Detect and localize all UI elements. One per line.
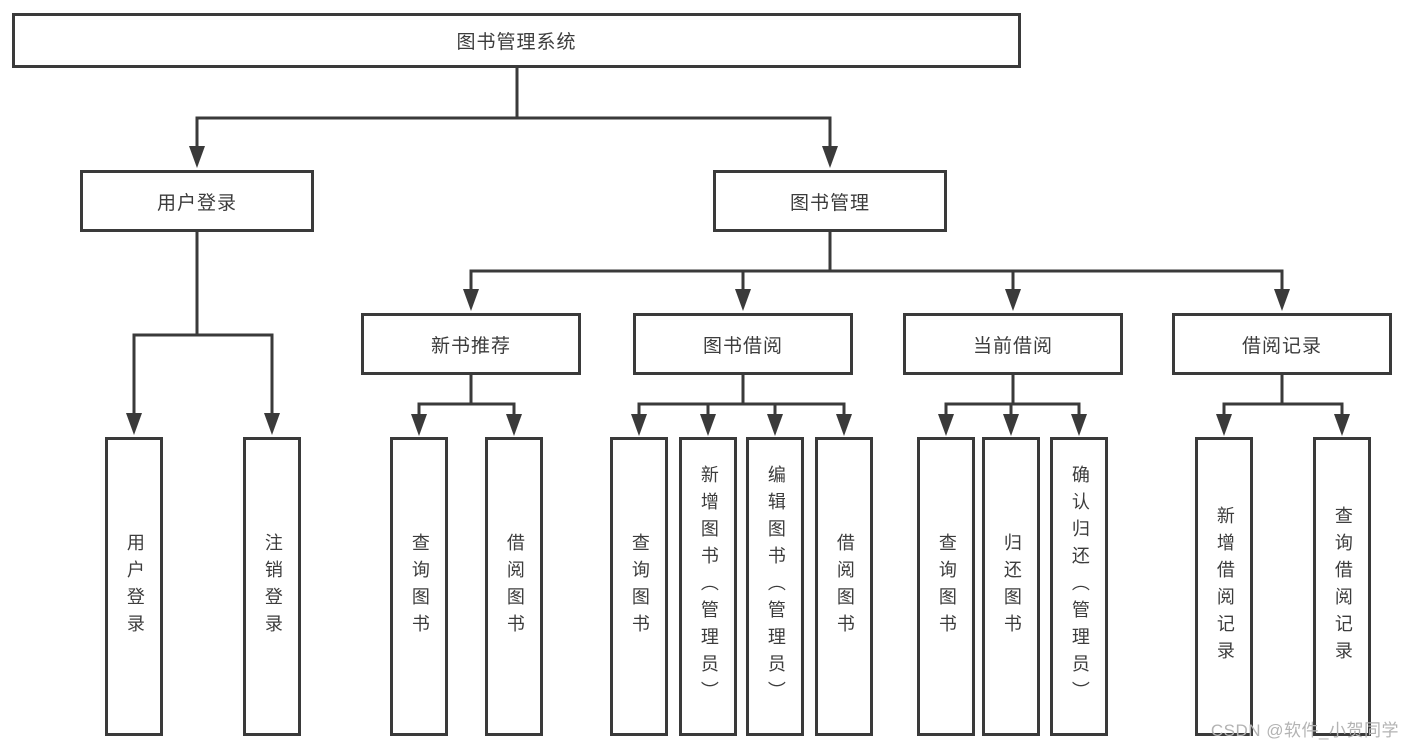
node-label: 归还图书 [1001, 532, 1022, 641]
leaf-confirm-return-admin: 确认归还（管理员） [1050, 437, 1108, 736]
node-label: 用户登录 [156, 192, 237, 214]
node-label: 当前借阅 [972, 335, 1053, 357]
node-label: 借阅图书 [504, 532, 525, 641]
node-label: 新书推荐 [430, 335, 511, 357]
node-label: 图书管理系统 [456, 32, 577, 53]
csdn-watermark: CSDN @软件_小贺同学 [1210, 721, 1399, 740]
node-new-book-recommend: 新书推荐 [361, 313, 581, 375]
node-label: 用户登录 [124, 532, 145, 641]
node-label: 图书借阅 [702, 335, 783, 357]
leaf-query-books-current: 查询图书 [917, 437, 975, 736]
node-label: 图书管理 [789, 192, 870, 214]
node-book-borrow: 图书借阅 [633, 313, 853, 375]
node-label: 借阅图书 [834, 532, 855, 641]
leaf-add-book-admin: 新增图书（管理员） [679, 437, 737, 736]
node-label: 新增图书（管理员） [698, 465, 719, 708]
leaf-borrow-books-recommend: 借阅图书 [485, 437, 543, 736]
node-label: 确认归还（管理员） [1069, 465, 1090, 708]
leaf-query-books-recommend: 查询图书 [390, 437, 448, 736]
node-label: 查询借阅记录 [1332, 505, 1353, 668]
node-label: 查询图书 [629, 532, 650, 641]
node-borrow-records: 借阅记录 [1172, 313, 1392, 375]
node-label: 新增借阅记录 [1214, 505, 1235, 668]
leaf-query-books-borrow: 查询图书 [610, 437, 668, 736]
leaf-add-borrow-record: 新增借阅记录 [1195, 437, 1253, 736]
leaf-return-book: 归还图书 [982, 437, 1040, 736]
leaf-borrow-books: 借阅图书 [815, 437, 873, 736]
node-current-borrow: 当前借阅 [903, 313, 1123, 375]
node-label: 查询图书 [936, 532, 957, 641]
node-book-management: 图书管理 [713, 170, 947, 232]
node-user-login: 用户登录 [80, 170, 314, 232]
node-label: 编辑图书（管理员） [765, 465, 786, 708]
leaf-user-login: 用户登录 [105, 437, 163, 736]
leaf-logout: 注销登录 [243, 437, 301, 736]
node-label: 借阅记录 [1241, 335, 1322, 357]
node-library-system: 图书管理系统 [12, 13, 1021, 68]
leaf-edit-book-admin: 编辑图书（管理员） [746, 437, 804, 736]
leaf-query-borrow-record: 查询借阅记录 [1313, 437, 1371, 736]
node-label: 查询图书 [409, 532, 430, 641]
node-label: 注销登录 [262, 532, 283, 641]
